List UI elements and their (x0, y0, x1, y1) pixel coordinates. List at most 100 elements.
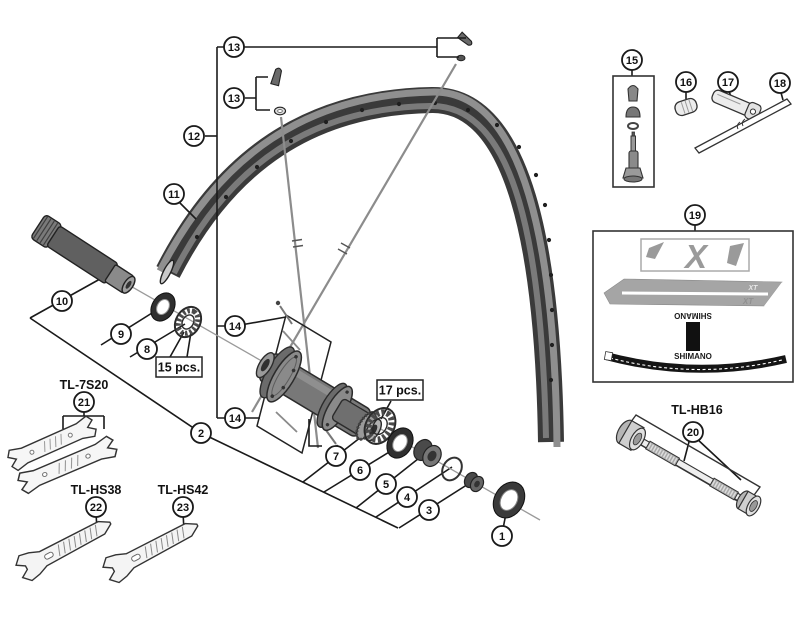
callout-18: 18 (769, 72, 791, 94)
tool-pedal-wrench-22: TL-HS38 (12, 483, 122, 585)
part-cone-5 (413, 438, 442, 468)
rim-spoke-holes (194, 100, 555, 383)
decal-shimano: SHIMANO SHIMANO (674, 311, 712, 361)
callout-23: 23 (172, 496, 194, 518)
callout-13: 13 (223, 87, 245, 109)
decal-shimano-bottom: SHIMANO (674, 352, 712, 361)
tool-label-tlhb16: TL-HB16 (671, 403, 722, 417)
decal-bar (686, 322, 700, 351)
tool-cone-wrenches-21: TL-7S20 (4, 378, 120, 496)
callout-15: 15 (621, 49, 643, 71)
callout-19: 19 (684, 204, 706, 226)
part-lock-ring-1 (492, 481, 526, 519)
spoke-nipple-top (456, 31, 473, 46)
pcs-15-box: 15 pcs. (155, 356, 203, 378)
callout-20: 20 (682, 421, 704, 443)
decal-rim-band: XT XT (603, 278, 783, 307)
valve-o-ring (627, 122, 639, 130)
callout-17: 17 (717, 71, 739, 93)
decal-xt-small-top: XT (748, 285, 759, 292)
svg-text:12: 12 (188, 131, 200, 143)
decal-xt-logo-text: X (683, 238, 709, 275)
rim (156, 86, 564, 448)
svg-text:11: 11 (168, 189, 180, 201)
svg-text:20: 20 (687, 427, 699, 439)
svg-text:4: 4 (404, 492, 411, 504)
decal-xt-logo: X (640, 238, 750, 275)
svg-text:5: 5 (383, 479, 389, 491)
svg-text:6: 6 (357, 465, 363, 477)
callout-12: 12 (183, 125, 205, 147)
callout-11: 11 (163, 183, 185, 205)
callout-6: 6 (349, 459, 371, 481)
callout-16: 16 (675, 71, 697, 93)
valve-grommet (625, 106, 641, 118)
svg-text:17: 17 (722, 77, 734, 89)
svg-text:16: 16 (680, 77, 692, 89)
hub-body (255, 346, 383, 442)
part-bearing-retainer-8 (173, 305, 203, 339)
valve-stem (622, 131, 644, 183)
part-dust-cover-6 (386, 427, 414, 459)
callout-5: 5 (375, 473, 397, 495)
callout-8: 8 (136, 338, 158, 360)
callout-22: 22 (85, 496, 107, 518)
svg-text:14: 14 (229, 321, 242, 333)
svg-text:13: 13 (228, 42, 240, 54)
decal-warning-strip (603, 351, 787, 373)
callout-4: 4 (396, 486, 418, 508)
callout-14: 14 (224, 315, 246, 337)
valve-parts-box-15 (612, 75, 655, 188)
part-tire-lever-17 (711, 89, 762, 122)
svg-text:18: 18 (774, 78, 786, 90)
part-rim-tape-18 (694, 98, 792, 154)
pcs-17-label: 17 pcs. (379, 384, 421, 398)
svg-text:23: 23 (177, 502, 189, 514)
part-cone-3 (463, 471, 485, 493)
callout-3: 3 (418, 499, 440, 521)
pcs-15-label: 15 pcs. (158, 361, 200, 375)
tool-label-tlhs38: TL-HS38 (71, 483, 122, 497)
callout-21: 21 (73, 391, 95, 413)
pcs-17-box: 17 pcs. (376, 379, 424, 401)
part-seal-ring-9 (150, 292, 176, 322)
spoke-washer-mid (273, 106, 287, 116)
part-axle-10 (31, 215, 136, 294)
tool-label-tl7s20: TL-7S20 (60, 378, 109, 392)
svg-text:22: 22 (90, 502, 102, 514)
decal-xt-small-bottom: XT (742, 297, 754, 306)
decal-shimano-top: SHIMANO (674, 311, 712, 320)
svg-text:14: 14 (229, 413, 242, 425)
decal-box-19: X XT XT SHIMANO SHIMANO (592, 230, 794, 383)
callout-13: 13 (223, 36, 245, 58)
svg-text:1: 1 (499, 531, 505, 543)
spoke-break-marks (291, 238, 351, 255)
spoke-washer-top (456, 54, 466, 62)
svg-text:21: 21 (78, 397, 90, 409)
callout-1: 1 (491, 525, 513, 547)
tool-pedal-wrench-23: TL-HS42 (99, 483, 209, 587)
svg-text:10: 10 (56, 296, 68, 308)
svg-text:7: 7 (333, 451, 339, 463)
svg-text:3: 3 (426, 505, 432, 517)
svg-text:9: 9 (118, 329, 124, 341)
svg-text:13: 13 (228, 93, 240, 105)
spoke-nipple-mid (270, 67, 283, 87)
rim-end-section (159, 259, 175, 285)
svg-text:8: 8 (144, 344, 150, 356)
tool-axle-20: TL-HB16 (615, 403, 762, 517)
svg-text:19: 19 (689, 210, 701, 222)
svg-text:15: 15 (626, 55, 638, 67)
callout-10: 10 (51, 290, 73, 312)
callout-9: 9 (110, 323, 132, 345)
part-o-ring-4 (441, 456, 463, 482)
valve-cap-cone (627, 84, 639, 102)
part-valve-cap-16 (674, 97, 698, 117)
tool-label-tlhs42: TL-HS42 (158, 483, 209, 497)
svg-text:2: 2 (198, 428, 204, 440)
callout-14: 14 (224, 407, 246, 429)
callout-2: 2 (190, 422, 212, 444)
